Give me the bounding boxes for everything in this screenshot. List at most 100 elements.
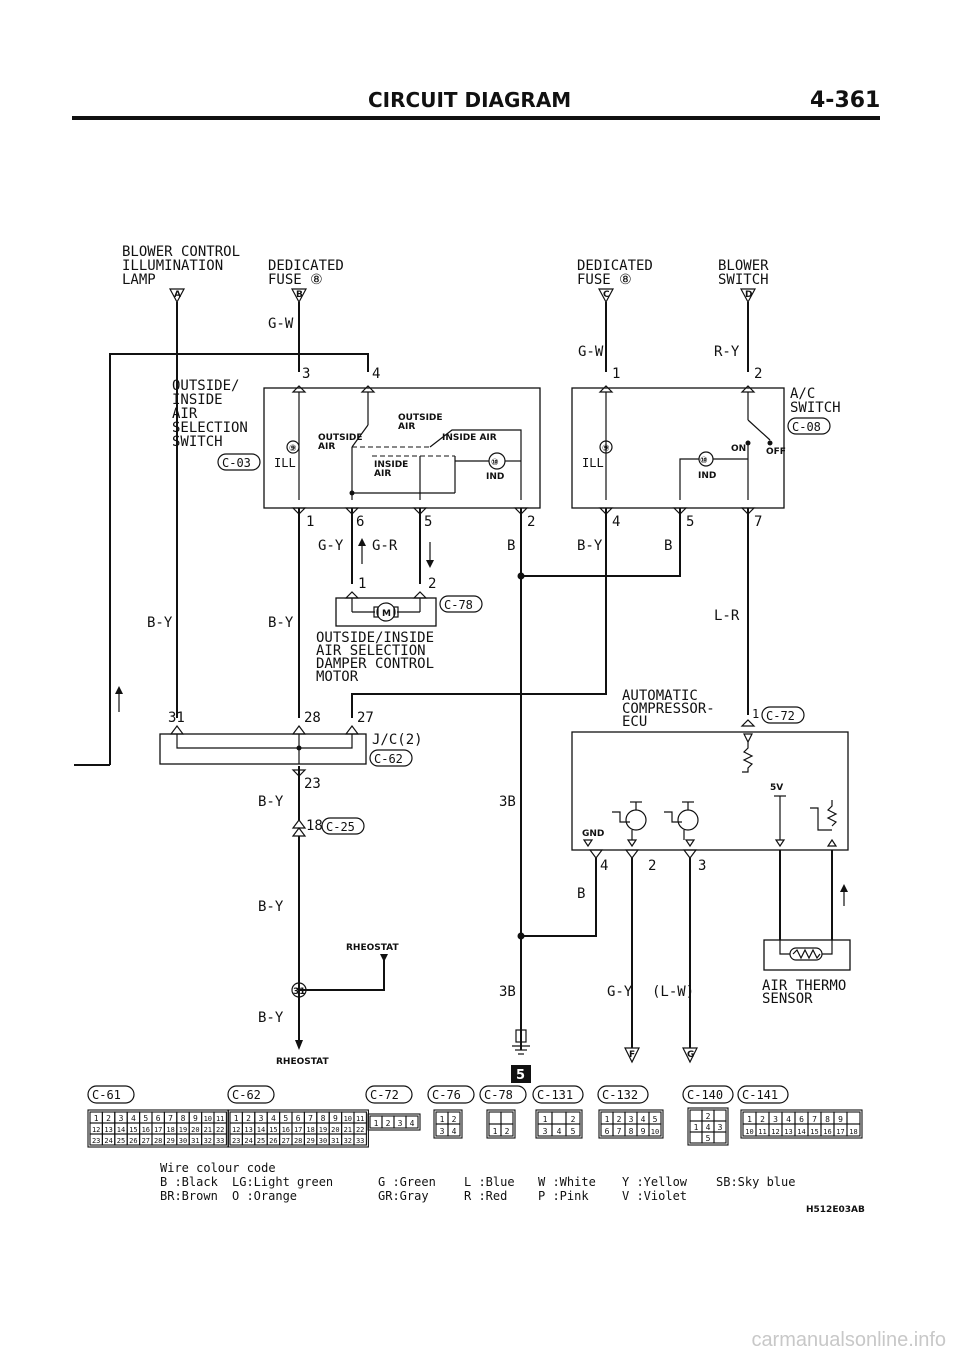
- c62-pin-label: 6: [296, 1114, 301, 1123]
- c61-pin-label: 25: [117, 1137, 125, 1145]
- c61-pin-label: 32: [204, 1137, 212, 1145]
- blower-control-illumination-lamp-label: BLOWER CONTROL ILLUMINATION LAMP: [122, 244, 240, 288]
- c76-pin-cell: [447, 1123, 461, 1137]
- c61-pin-label: 30: [179, 1137, 187, 1145]
- c132-pin-label: 6: [605, 1127, 610, 1136]
- c62-connector-tag: [369, 749, 413, 767]
- c62-pin-label: 25: [257, 1137, 265, 1145]
- svg-text:B: B: [296, 290, 303, 300]
- c141-pin-label: 4: [786, 1115, 791, 1124]
- svg-text:SENSOR: SENSOR: [762, 991, 813, 1007]
- c140-pin-cell: [689, 1109, 703, 1122]
- svg-text:2: 2: [754, 366, 762, 382]
- c61-pin-label: 10: [204, 1115, 212, 1123]
- c76-pin-label: 3: [440, 1127, 445, 1136]
- compressor-ecu: AUTOMATIC COMPRESSOR- ECU 1 C-72 5V GND: [571, 688, 849, 874]
- wire-colour-labels: G-W G-W R-Y G-Y G-R B B-Y B B-Y B-Y L-R …: [147, 316, 740, 1026]
- svg-text:SB:Sky blue: SB:Sky blue: [716, 1175, 795, 1189]
- c141-pin-label: 2: [760, 1115, 765, 1124]
- rheostat: RHEOSTAT 31 RHEOSTAT: [276, 943, 399, 1067]
- c61-pin-label: 31: [191, 1137, 199, 1145]
- svg-text:C-62: C-62: [232, 1088, 261, 1102]
- svg-text:B-Y: B-Y: [147, 615, 173, 631]
- c131-pin-label: 1: [543, 1115, 548, 1124]
- svg-text:SWITCH: SWITCH: [790, 400, 841, 416]
- terminal-c: C: [597, 288, 615, 304]
- c131-pin-cell: [565, 1123, 581, 1137]
- c132-pin-cell: [648, 1123, 662, 1137]
- c132-pin-label: 8: [629, 1127, 634, 1136]
- svg-text:C-25: C-25: [326, 820, 355, 834]
- c141-pin-label: 14: [797, 1128, 805, 1136]
- svg-text:SELECTION: SELECTION: [172, 420, 248, 436]
- c62-pin-label: 14: [257, 1126, 265, 1134]
- c76-pin-label: 4: [452, 1127, 457, 1136]
- svg-text:1: 1: [752, 707, 759, 721]
- c131-pin-label: 5: [571, 1127, 576, 1136]
- c61-pin-label: 20: [191, 1126, 199, 1134]
- svg-text:5: 5: [686, 514, 694, 530]
- terminal-b: B: [290, 288, 308, 304]
- svg-text:B: B: [507, 538, 515, 554]
- svg-text:5: 5: [516, 1068, 525, 1083]
- c62-pin-label: 21: [344, 1126, 352, 1134]
- joint-connector: 31 28 27 J/C(2) C-62 23: [159, 710, 423, 792]
- c141-pin-label: 18: [849, 1128, 857, 1136]
- selection-switch-contacts: OUTSIDE AIR OUTSIDE AIR INSIDE AIR INSID…: [318, 413, 522, 500]
- svg-text:2: 2: [648, 858, 656, 874]
- svg-text:⑨: ⑨: [602, 444, 610, 454]
- c62-pin-label: 19: [319, 1126, 327, 1134]
- svg-text:G: G: [687, 1050, 694, 1060]
- svg-text:B-Y: B-Y: [258, 899, 284, 915]
- c78-pin-cell: [500, 1111, 514, 1125]
- c140-pin-cell: [689, 1131, 703, 1144]
- c141-pin-cell: [846, 1123, 861, 1137]
- c62-pin-label: 12: [232, 1126, 240, 1134]
- c61-pin-label: 29: [166, 1137, 174, 1145]
- svg-text:6: 6: [356, 514, 364, 530]
- c62-pin-label: 24: [244, 1137, 252, 1145]
- c62-pin-label: 16: [282, 1126, 290, 1134]
- c62-pin-label: 13: [244, 1126, 252, 1134]
- c62-pin-label: 10: [344, 1115, 352, 1123]
- c140-pin-label: 1: [694, 1123, 699, 1132]
- dedicated-fuse-left-label: DEDICATED FUSE ⑧: [268, 258, 344, 288]
- svg-text:SWITCH: SWITCH: [718, 272, 769, 288]
- c72-pin-label: 1: [374, 1119, 379, 1128]
- svg-text:4: 4: [372, 366, 380, 382]
- svg-text:INSIDE AIR: INSIDE AIR: [442, 433, 497, 443]
- svg-text:C-132: C-132: [602, 1088, 638, 1102]
- air-thermo-sensor: AIR THERMO SENSOR: [762, 939, 851, 1007]
- c72-pin-label: 3: [398, 1119, 403, 1128]
- svg-text:OUTSIDE: OUTSIDE: [318, 433, 363, 443]
- c61-pin-label: 33: [216, 1137, 224, 1145]
- dedicated-fuse-right-label: DEDICATED FUSE ⑧: [577, 258, 653, 288]
- c141-pin-label: 9: [838, 1115, 843, 1124]
- svg-text:7: 7: [754, 514, 762, 530]
- svg-text:1: 1: [358, 576, 366, 592]
- svg-text:OUTSIDE/: OUTSIDE/: [172, 378, 239, 394]
- c61-pin-label: 2: [106, 1114, 111, 1123]
- svg-text:G-W: G-W: [268, 316, 294, 332]
- c62-pin-label: 22: [356, 1126, 364, 1134]
- c78-pin-label: 1: [493, 1127, 498, 1136]
- c62-pin-label: 5: [283, 1114, 288, 1123]
- c61-pin-label: 12: [92, 1126, 100, 1134]
- c62-pin-label: 26: [269, 1137, 277, 1145]
- svg-text:AUTOMATIC: AUTOMATIC: [622, 688, 698, 704]
- svg-text:ILLUMINATION: ILLUMINATION: [122, 258, 223, 274]
- c132-pin-label: 5: [653, 1115, 658, 1124]
- svg-text:18: 18: [306, 818, 323, 834]
- c61-pin-label: 18: [166, 1126, 174, 1134]
- c61-pin-label: 13: [104, 1126, 112, 1134]
- svg-text:O :Orange: O :Orange: [232, 1189, 297, 1203]
- c61-pin-label: 26: [129, 1137, 137, 1145]
- c62-pin-label: 29: [306, 1137, 314, 1145]
- c132-pin-label: 9: [641, 1127, 646, 1136]
- c62-pin-label: 28: [294, 1137, 302, 1145]
- c140-frame: [687, 1107, 729, 1146]
- svg-text:AIR: AIR: [172, 406, 198, 422]
- c141-pin-label: 1: [747, 1115, 752, 1124]
- c141-pin-label: 10: [745, 1128, 753, 1136]
- svg-text:FUSE ⑧: FUSE ⑧: [577, 272, 632, 288]
